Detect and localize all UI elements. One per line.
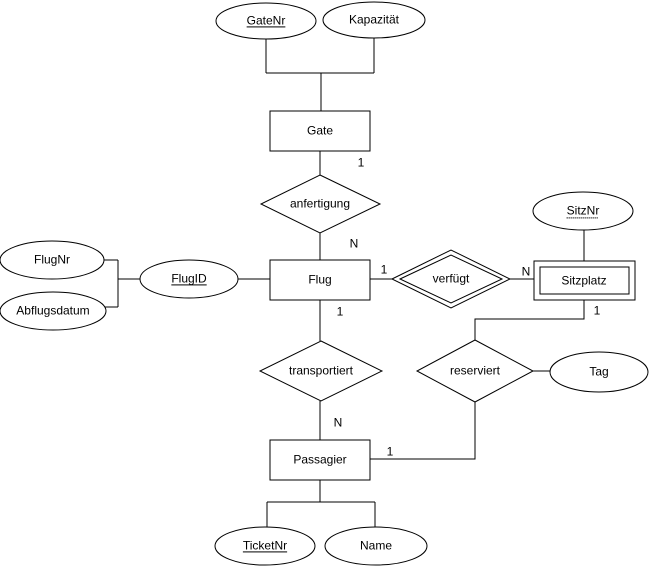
relationship-verfuegt-diamond-inner <box>398 254 504 304</box>
attribute-sitznr-ellipse <box>532 191 634 231</box>
cardinality-sitzplatz-reserviert: 1 <box>593 303 601 318</box>
cardinality-anfertigung-flug: N <box>349 236 359 251</box>
entity-shapes <box>269 110 636 481</box>
relationship-verfuegt-diamond-outer <box>390 249 512 309</box>
relationship-verfuegt-label: verfügt <box>432 271 470 286</box>
attribute-flugid-ellipse <box>139 259 239 299</box>
attribute-kapazitaet-ellipse <box>322 1 426 39</box>
entity-flug-label: Flug <box>308 272 332 287</box>
attribute-gatenr-label: GateNr <box>246 13 286 28</box>
attribute-gatenr-ellipse <box>215 2 317 40</box>
cardinality-transportiert-passagier: N <box>333 415 343 430</box>
relationship-reserviert-label: reserviert <box>449 363 501 378</box>
entity-sitzplatz-rect-inner <box>539 266 630 295</box>
attribute-name-label: Name <box>359 538 393 553</box>
entity-sitzplatz-label: Sitzplatz <box>561 273 607 288</box>
relationship-reserviert-diamond <box>415 339 535 403</box>
cardinality-flug-transportiert: 1 <box>336 304 344 319</box>
relationship-anfertigung-diamond <box>259 174 382 234</box>
entity-passagier-rect <box>269 439 371 481</box>
entity-gate-rect <box>269 110 371 152</box>
attribute-ticketnr-label: TicketNr <box>242 538 288 553</box>
attribute-tag-label: Tag <box>589 364 609 379</box>
attribute-flugnr-ellipse <box>0 240 105 280</box>
attribute-abflugsdatum-label: Abflugsdatum <box>16 303 90 318</box>
attribute-ticketnr-ellipse <box>214 526 316 566</box>
entity-flug-rect <box>269 259 371 301</box>
attribute-flugnr-label: FlugNr <box>33 252 71 267</box>
relationship-transportiert-diamond <box>258 340 384 402</box>
connector-sitzplatz-reserviert <box>474 300 585 340</box>
connector-passagier-attributes <box>266 480 376 527</box>
entity-gate-label: Gate <box>306 123 334 138</box>
cardinality-passagier-reserviert: 1 <box>386 444 394 459</box>
attribute-sitznr-label: SitzNr <box>566 203 600 218</box>
cardinality-verfuegt-sitzplatz: N <box>521 264 531 279</box>
attribute-kapazitaet-label: Kapazität <box>348 12 400 27</box>
attribute-tag-ellipse <box>549 351 649 393</box>
attribute-flugid-label: FlugID <box>171 271 207 286</box>
connector-flugid-subattributes <box>103 259 140 308</box>
relationship-shapes <box>258 174 535 403</box>
connectors <box>103 38 585 527</box>
cardinality-flug-verfuegt: 1 <box>380 262 388 277</box>
connector-passagier-reserviert <box>370 402 476 460</box>
cardinality-gate-anfertigung: 1 <box>357 155 365 170</box>
relationship-anfertigung-label: anfertigung <box>289 196 351 211</box>
attribute-name-ellipse <box>324 526 428 566</box>
attribute-abflugsdatum-ellipse <box>0 291 107 331</box>
entity-passagier-label: Passagier <box>293 452 347 467</box>
connector-gate-attributes <box>265 38 375 111</box>
relationship-transportiert-label: transportiert <box>288 363 354 378</box>
